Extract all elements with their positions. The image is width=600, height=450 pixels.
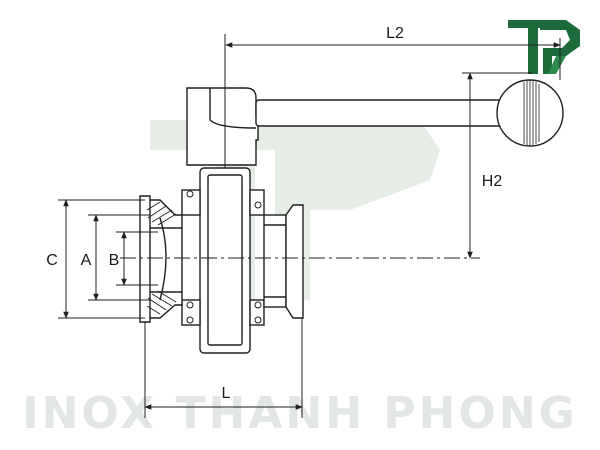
dim-label-l: L (222, 385, 231, 402)
brand-logo: TP (508, 20, 580, 74)
valve-body (139, 79, 564, 354)
dim-label-b: B (109, 252, 120, 269)
dimensions (58, 38, 561, 418)
dim-label-c: C (46, 252, 58, 269)
dim-label-l2: L2 (386, 25, 404, 42)
bolt-heads (186, 190, 262, 324)
dim-label-a: A (81, 252, 92, 269)
dim-label-h2: H2 (482, 173, 503, 190)
section-hatching (146, 201, 177, 315)
watermark-text: INOX THANH PHONG (22, 388, 578, 439)
knob-knurl (523, 80, 540, 146)
